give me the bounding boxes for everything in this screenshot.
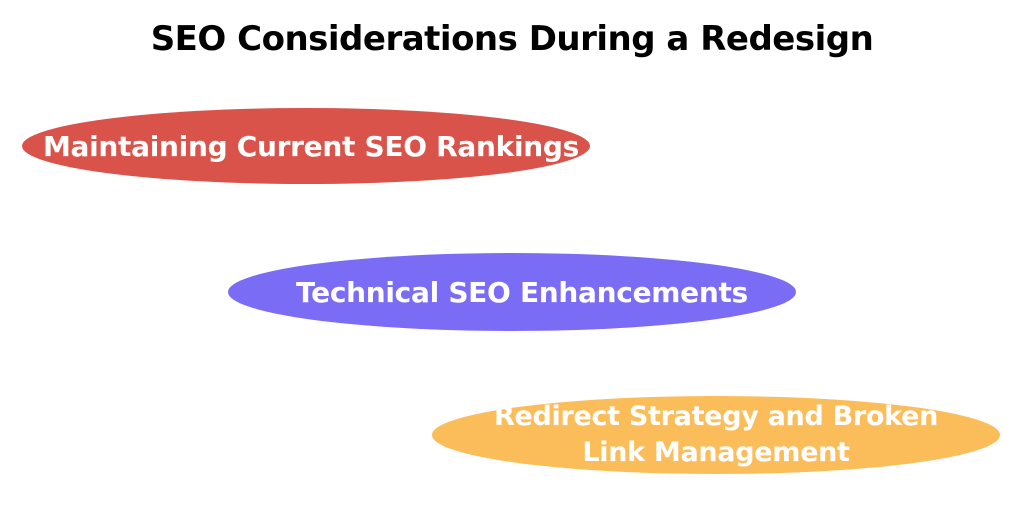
consideration-label: Redirect Strategy and Broken Link Manage… bbox=[493, 401, 939, 468]
consideration-technical-seo: Technical SEO Enhancements bbox=[228, 253, 796, 331]
consideration-label: Technical SEO Enhancements bbox=[296, 275, 748, 309]
consideration-maintaining-rankings: Maintaining Current SEO Rankings bbox=[22, 108, 590, 184]
consideration-redirect-strategy: Redirect Strategy and Broken Link Manage… bbox=[432, 396, 1000, 474]
consideration-label: Maintaining Current SEO Rankings bbox=[42, 129, 580, 163]
diagram-title: SEO Considerations During a Redesign bbox=[150, 19, 874, 59]
